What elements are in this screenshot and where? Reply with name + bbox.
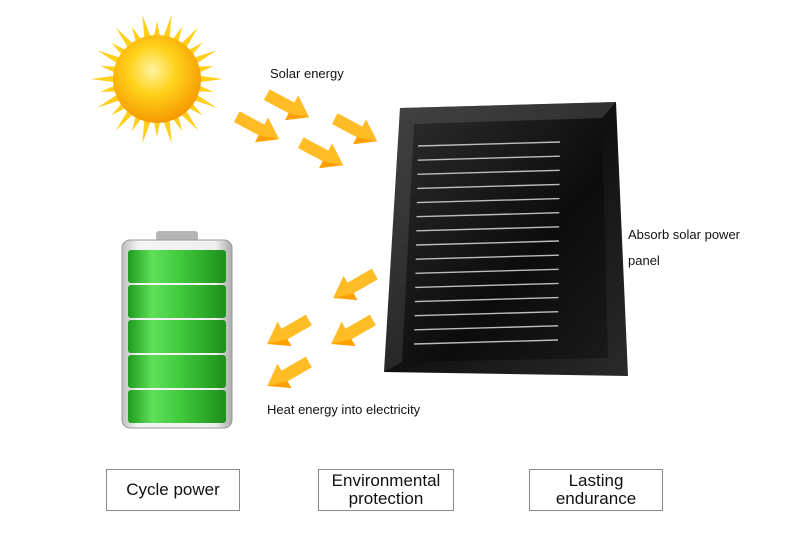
arrow-icon [263, 89, 310, 121]
panel-grid-line [414, 311, 559, 317]
arrow-icon [331, 314, 376, 347]
solar-panel-icon [384, 102, 628, 376]
sun-icon [91, 14, 223, 144]
sun-ray [191, 93, 217, 108]
battery-icon [121, 231, 233, 429]
panel-grid-line [417, 183, 560, 190]
absorb-label-line1: Absorb solar power [628, 227, 740, 242]
sun-ray [153, 118, 161, 137]
panel-grid-line [416, 226, 560, 232]
arrow-icon [333, 268, 378, 301]
panel-grid-line [417, 155, 560, 161]
feature-label: Cycle power [126, 480, 220, 499]
arrow-icon [267, 356, 312, 389]
feature-box-lasting-endurance: Lasting endurance [529, 469, 663, 511]
arrow-icon [267, 314, 312, 347]
heat-energy-label: Heat energy into electricity [267, 402, 421, 417]
battery-cell [128, 390, 226, 423]
arrow-icon [297, 137, 344, 169]
battery-cell [128, 285, 226, 318]
panel-grid-line [417, 169, 560, 175]
sun-ray [191, 50, 217, 65]
sun-ray [91, 75, 118, 83]
battery-cell [128, 250, 226, 283]
arrow-icon [331, 113, 378, 145]
feature-label: Environmental protection [331, 471, 441, 508]
panel-grid-line [413, 339, 559, 345]
sun-ray [142, 14, 152, 41]
sun-ray [142, 117, 152, 144]
panel-grid-line [415, 254, 559, 260]
battery-cell [128, 320, 226, 353]
solar-energy-label: Solar energy [270, 66, 344, 81]
feature-box-environmental-protection: Environmental protection [318, 469, 454, 511]
sun-ray [97, 50, 123, 65]
panel-grid-line [415, 268, 559, 274]
panel-grid-line [414, 296, 559, 303]
sun-ray [196, 75, 223, 83]
feature-label: Lasting endurance [555, 471, 637, 508]
feature-box-cycle-power: Cycle power [106, 469, 240, 511]
sun-ray [162, 14, 172, 41]
arrow-icon [233, 111, 280, 143]
panel-grid-line [416, 197, 560, 204]
panel-grid-line [414, 325, 559, 331]
sun-ray [153, 21, 161, 40]
panel-grid-line [417, 141, 561, 147]
sun-ray [162, 117, 172, 144]
panel-grid-line [415, 282, 559, 289]
panel-grid-line [415, 240, 560, 246]
absorb-label-line2: panel [628, 253, 660, 268]
sun-ray [97, 93, 123, 108]
battery-cell [128, 355, 226, 388]
panel-grid-line [416, 212, 560, 218]
